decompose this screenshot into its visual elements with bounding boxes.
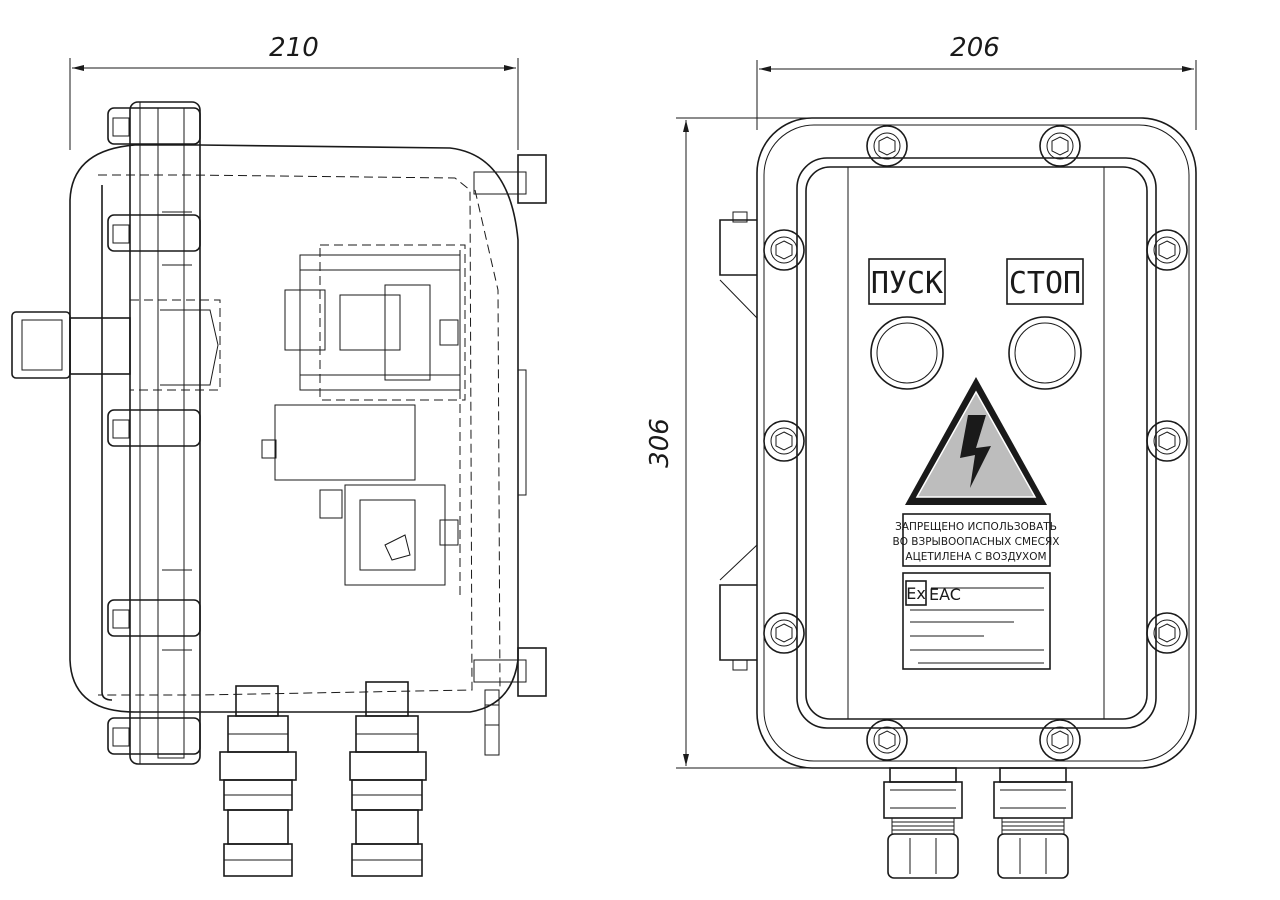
dimension-width-front: 206 <box>756 33 1197 130</box>
warning-line-2: ВО ВЗРЫВООПАСНЫХ СМЕСЯХ <box>892 536 1059 548</box>
front-bolts <box>763 125 1188 761</box>
side-housing <box>11 101 547 765</box>
start-button[interactable] <box>870 316 944 390</box>
dimension-label-210: 210 <box>269 33 319 63</box>
flange-bolts <box>107 107 201 755</box>
warning-plate: ЗАПРЕЩЕНО ИСПОЛЬЗОВАТЬ ВО ВЗРЫВООПАСНЫХ … <box>892 513 1060 567</box>
warning-line-1: ЗАПРЕЩЕНО ИСПОЛЬЗОВАТЬ <box>895 521 1057 533</box>
side-view: 210 <box>11 33 547 877</box>
bolt-icon <box>1146 229 1188 271</box>
bolt-icon <box>763 612 805 654</box>
stop-button[interactable] <box>1008 316 1082 390</box>
start-label-plate: ПУСК <box>868 258 946 305</box>
start-label: ПУСК <box>871 266 943 301</box>
bolt-icon <box>866 719 908 761</box>
bolt-icon <box>1146 420 1188 462</box>
high-voltage-icon <box>905 377 1047 505</box>
mounting-brackets <box>473 154 547 756</box>
front-cable-gland-right <box>993 767 1073 879</box>
front-cable-gland-left <box>883 767 963 879</box>
warning-line-3: АЦЕТИЛЕНА С ВОЗДУХОМ <box>905 551 1046 563</box>
side-handle <box>11 299 221 391</box>
bolt-icon <box>763 229 805 271</box>
stop-label-plate: СТОП <box>1006 258 1084 305</box>
dimension-height: 306 <box>645 117 860 769</box>
dimension-label-206: 206 <box>950 33 1000 63</box>
bolt-icon <box>1146 612 1188 654</box>
dimension-width-side: 210 <box>69 33 519 150</box>
front-view: 206 306 <box>645 33 1197 879</box>
stop-label: СТОП <box>1009 266 1081 301</box>
bolt-icon <box>1039 125 1081 167</box>
eac-mark: EAC <box>929 585 961 604</box>
nameplate: Ex EAC <box>902 572 1051 670</box>
side-gland-right <box>349 681 427 877</box>
bolt-icon <box>763 420 805 462</box>
ex-mark: Ex <box>906 584 926 603</box>
side-gland-left <box>219 685 297 877</box>
side-cable-glands <box>219 681 427 877</box>
bolt-icon <box>1039 719 1081 761</box>
internal-components <box>261 244 466 600</box>
dimension-label-306: 306 <box>645 418 675 468</box>
bolt-icon <box>866 125 908 167</box>
